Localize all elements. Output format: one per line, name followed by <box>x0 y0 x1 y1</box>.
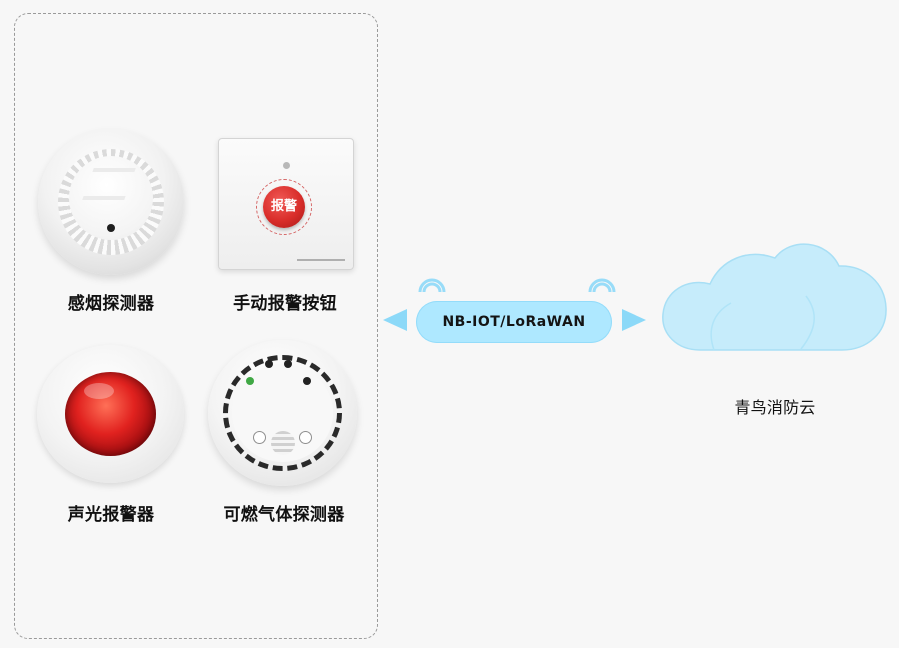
gas-detector-vent-icon <box>271 431 295 455</box>
gas-detector-label: 可燃气体探测器 <box>223 505 345 525</box>
right-arrow-icon <box>622 309 646 331</box>
manual-button-ring <box>256 179 312 235</box>
cloud-label: 青鸟消防云 <box>734 398 816 417</box>
sound-light-alarm-image <box>37 345 184 483</box>
gas-detector-status-led-icon <box>303 377 311 385</box>
gas-detector-power-led-icon <box>246 377 254 385</box>
manual-button-indicator-icon <box>283 162 290 169</box>
signal-waves-icon <box>418 278 446 293</box>
smoke-detector-label: 感烟探测器 <box>67 294 155 314</box>
sound-light-alarm-red-lens <box>65 372 156 456</box>
cloud-icon <box>662 243 887 351</box>
gas-detector-right-button-icon <box>299 431 312 444</box>
signal-waves-icon <box>588 278 616 293</box>
manual-alarm-button-label: 手动报警按钮 <box>233 294 337 314</box>
communication-protocol-badge: NB-IOT/LoRaWAN <box>416 301 612 343</box>
sound-light-alarm-highlight <box>84 383 114 399</box>
gas-detector-image <box>208 340 357 486</box>
left-arrow-icon <box>383 309 407 331</box>
gas-detector-dash-ring <box>223 355 342 471</box>
sound-light-alarm-label: 声光报警器 <box>67 505 155 525</box>
gas-detector-left-button-icon <box>253 431 266 444</box>
manual-button-brand-mark <box>297 248 345 261</box>
gas-detector-fault-led-icon <box>265 360 273 368</box>
smoke-detector-led-icon <box>107 224 115 232</box>
smoke-detector-image <box>38 129 184 275</box>
manual-alarm-button-image: 报警 <box>218 138 354 270</box>
device-panel <box>14 13 378 639</box>
gas-detector-alarm-led-icon <box>284 360 292 368</box>
manual-button-red-button: 报警 <box>263 186 305 228</box>
